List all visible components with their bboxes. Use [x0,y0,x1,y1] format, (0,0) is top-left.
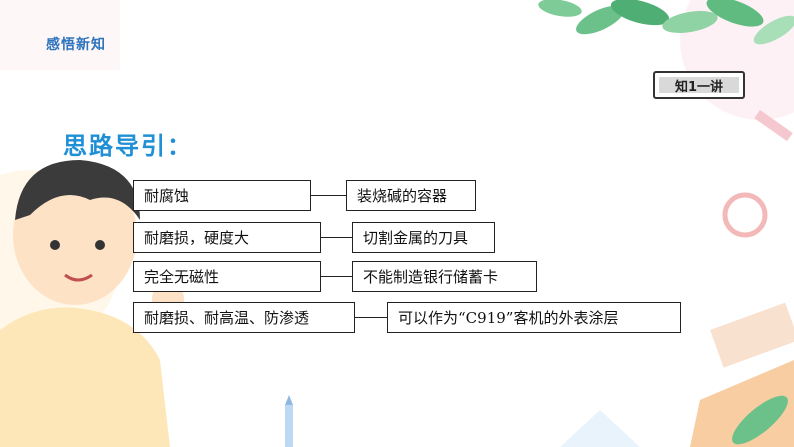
page-title: 思路导引： [63,132,193,160]
application-box-3: 不能制造银行储蓄卡 [352,261,537,292]
leaves-illustration [538,0,794,45]
section-tag: 感悟新知 [46,37,106,53]
property-box-4: 耐磨损、耐高温、防渗透 [133,302,355,333]
connector-line-4 [355,317,387,318]
application-box-4: 可以作为“C919”客机的外表涂层 [387,302,681,333]
application-box-2: 切割金属的刀具 [352,222,495,253]
connector-line-3 [321,276,352,277]
lesson-badge-label: 知1一讲 [659,77,739,95]
connector-line-1 [311,195,346,196]
application-box-1: 装烧碱的容器 [346,180,476,211]
property-box-3: 完全无磁性 [133,261,321,292]
property-box-1: 耐腐蚀 [133,180,311,211]
property-box-2: 耐磨损，硬度大 [133,222,321,253]
connector-line-2 [321,237,352,238]
lesson-badge: 知1一讲 [653,71,745,99]
